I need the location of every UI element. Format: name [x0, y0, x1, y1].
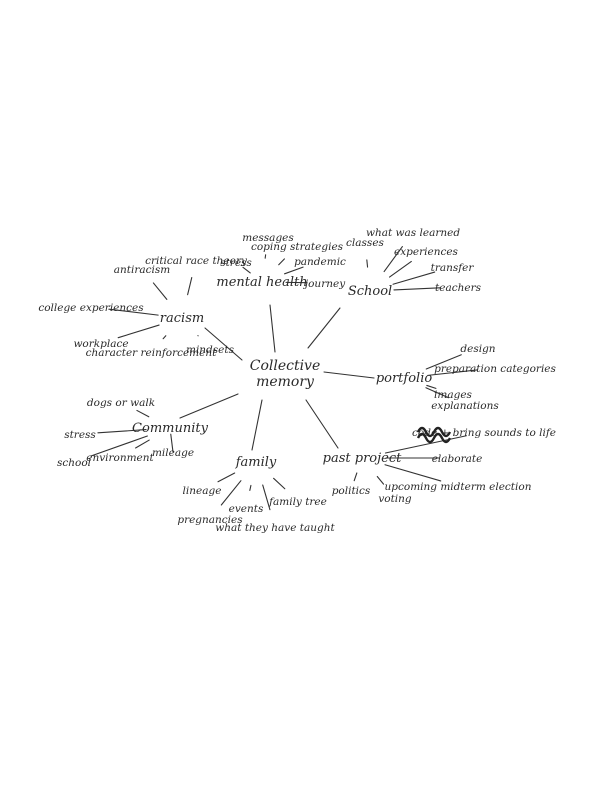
node-messages: messages: [242, 232, 294, 244]
node-family-tree: family tree: [268, 496, 327, 508]
edge-community-to-environment: [135, 439, 150, 449]
center-node-line-1: Collective: [250, 358, 321, 374]
edge-past-project-to-voting: [376, 475, 385, 485]
edge-center-to-portfolio: [323, 371, 375, 379]
node-college-experiences: college experiences: [38, 302, 144, 314]
edge-mental-health-to-coping-strategies: [278, 258, 286, 266]
edge-school-to-transfer: [392, 271, 436, 285]
node-politics: politics: [332, 485, 371, 497]
edge-center-to-racism: [204, 327, 243, 361]
edge-community-to-dogs-or-walk: [136, 409, 150, 418]
edge-past-project-to-upcoming-midterm-election: [384, 464, 442, 482]
node-critical-race-theory: critical race theory: [145, 255, 248, 267]
branch-mental-health: mental health: [216, 275, 307, 290]
edge-past-project-to-code-bring-sounds-to-life: [384, 435, 467, 454]
node-character-reinforcement: character reinforcement: [86, 347, 217, 359]
node-what-was-learned: what was learned: [366, 227, 460, 239]
edge-family-to-lineage: [217, 472, 236, 483]
edge-center-to-school: [307, 307, 341, 349]
branch-school: School: [348, 284, 392, 299]
branch-past-project: past project: [323, 451, 402, 466]
edge-portfolio-to-images: [426, 384, 437, 389]
node-coping-strategies: coping strategies: [251, 241, 344, 253]
node-experiences: experiences: [394, 246, 459, 258]
edge-racism-to-antiracism: [152, 282, 168, 300]
edge-portfolio-to-design: [425, 354, 462, 370]
node-voting: voting: [378, 493, 412, 505]
edge-family-to-what-they-have-taught: [262, 484, 271, 511]
node-design: design: [460, 343, 495, 355]
edge-center-to-mental-health: [269, 304, 276, 353]
node-teachers: teachers: [435, 282, 482, 294]
edge-community-to-mileage: [170, 433, 174, 453]
edge-center-to-community: [179, 393, 239, 419]
center-node-line-2: memory: [256, 374, 315, 390]
scribble-mark: [416, 426, 452, 444]
edge-community-to-school: [90, 435, 148, 457]
node-journey: journey: [303, 278, 346, 290]
edge-racism-to-college-experiences: [108, 308, 159, 316]
edge-family-to-events: [249, 484, 252, 491]
node-preparation-categories: preparation categories: [434, 363, 556, 375]
edge-center-to-family: [251, 399, 263, 451]
edge-racism-to-workplace: [117, 324, 160, 339]
edge-portfolio-to-explanations: [425, 387, 450, 399]
node-environment: environment: [86, 452, 154, 464]
edge-portfolio-to-preparation-categories: [427, 369, 478, 376]
node-mileage: mileage: [152, 447, 194, 459]
edge-mental-health-to-stress: [242, 266, 251, 274]
node-pregnancies: pregnancies: [177, 514, 243, 526]
node-transfer: transfer: [431, 262, 475, 274]
node-mindsets: mindsets: [186, 344, 235, 356]
node-pandemic: pandemic: [294, 256, 346, 268]
edge-community-to-stress: [97, 429, 147, 434]
node-elaborate: elaborate: [432, 453, 483, 465]
node-stress: stress: [220, 257, 252, 269]
node-workplace: workplace: [73, 338, 128, 350]
edge-family-to-pregnancies: [220, 480, 242, 506]
edge-racism-to-character-reinforcement: [162, 335, 167, 340]
edge-racism-to-critical-race-theory: [187, 276, 193, 296]
node-explanations: explanations: [431, 400, 499, 412]
edge-past-project-to-politics: [353, 472, 358, 482]
branch-portfolio: portfolio: [376, 371, 433, 386]
node-events: events: [229, 503, 264, 515]
node-classes: classes: [346, 237, 384, 249]
edge-school-to-classes: [366, 259, 369, 268]
edge-mental-health-to-pandemic: [284, 266, 304, 275]
edge-school-to-what-was-learned: [383, 245, 403, 273]
edge-center-to-past-project: [305, 399, 339, 449]
node-stress: stress: [64, 429, 96, 441]
node-images: images: [434, 389, 473, 401]
node-dogs-or-walk: dogs or walk: [87, 397, 155, 409]
node-antiracism: antiracism: [114, 264, 171, 276]
node-lineage: lineage: [183, 485, 222, 497]
node-school: school: [57, 457, 91, 469]
branch-racism: racism: [160, 311, 204, 326]
edge-family-to-family-tree: [273, 477, 286, 490]
branch-community: Community: [132, 421, 209, 436]
node-what-they-have-taught: what they have taught: [215, 522, 335, 534]
branch-family: family: [235, 455, 277, 470]
edge-school-to-teachers: [393, 287, 441, 291]
edge-school-to-experiences: [388, 260, 412, 278]
node-upcoming-midterm-election: upcoming midterm election: [385, 481, 532, 493]
